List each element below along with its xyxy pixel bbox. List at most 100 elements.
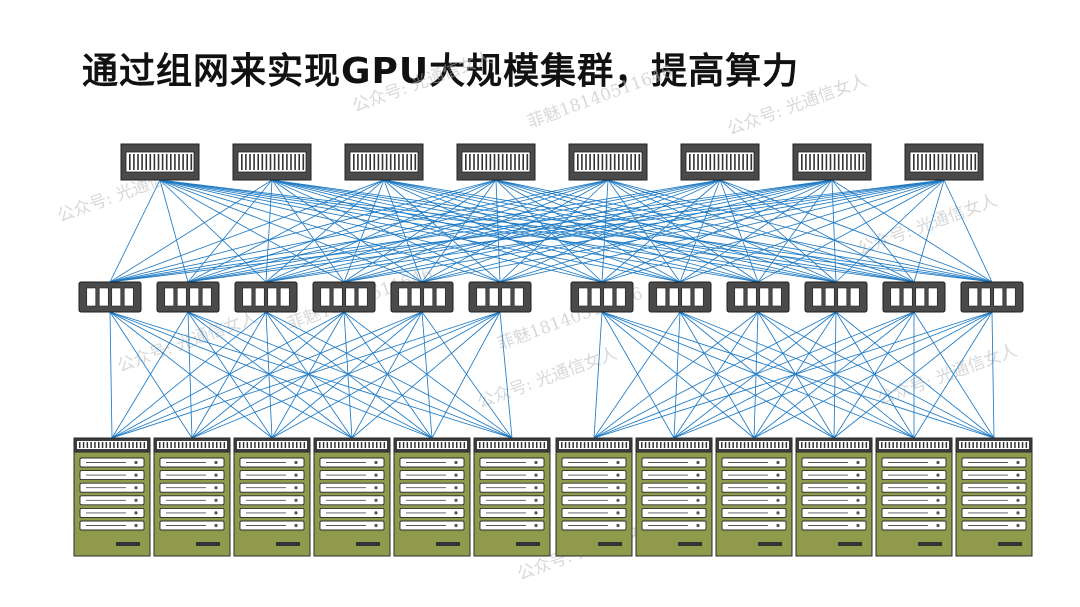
spine-leaf-link [495, 179, 915, 283]
spine-leaf-link [109, 179, 609, 283]
drive-led [214, 511, 218, 515]
vent-slot [86, 442, 89, 448]
spine-switch-icon [344, 143, 424, 181]
vent-slot [372, 442, 374, 448]
leaf-server-link [753, 311, 837, 439]
drive-led [856, 473, 860, 477]
switch-port [435, 287, 446, 307]
gpu-server-icon [473, 437, 551, 557]
switch-port [858, 154, 860, 170]
vent-slot [835, 442, 837, 448]
vent-slot [216, 442, 218, 448]
switch-port [705, 154, 707, 170]
vent-slot [418, 442, 420, 448]
vent-slot [490, 442, 492, 448]
vent-slot [564, 442, 567, 448]
vent-slot [128, 442, 130, 448]
vent-slot [808, 442, 811, 448]
server-power-slot [276, 542, 300, 546]
switch-port [590, 287, 601, 307]
leaf-server-link [593, 311, 837, 439]
switch-port [133, 154, 135, 170]
switch-port [186, 154, 188, 170]
switch-port [245, 154, 247, 170]
drive-led [294, 511, 298, 515]
spine-leaf-link [271, 179, 345, 283]
vent-slot [277, 442, 279, 448]
vent-slot [334, 442, 336, 448]
leaf-server-link [271, 311, 501, 439]
switch-port [369, 154, 371, 170]
vent-slot [330, 442, 332, 448]
drive-led [454, 523, 458, 528]
leaf-server-link [271, 311, 345, 439]
vent-slot [376, 442, 378, 448]
switch-port [353, 154, 355, 170]
gpu-server-icon [955, 437, 1033, 557]
server-header-vent [639, 441, 709, 449]
spine-leaf-link [109, 179, 497, 283]
leaf-server-link [753, 311, 759, 439]
leaf-server-link [593, 311, 681, 439]
drive-led [534, 486, 538, 490]
switch-port [174, 154, 176, 170]
switch-port [145, 154, 147, 170]
vent-slot [778, 442, 780, 448]
switch-port-panel [909, 151, 979, 173]
drive-led [214, 460, 218, 465]
spine-leaf-link [499, 179, 609, 283]
switch-port [589, 154, 591, 170]
switch-port [634, 154, 636, 170]
spine-leaf-link [271, 179, 423, 283]
vent-slot [338, 442, 340, 448]
vent-slot [536, 442, 538, 448]
vent-slot [524, 442, 527, 448]
switch-port [497, 154, 500, 170]
spine-leaf-link [265, 179, 609, 283]
vent-slot [671, 442, 673, 448]
spine-leaf-link [187, 179, 497, 283]
vent-slot [296, 442, 298, 448]
vent-slot [223, 442, 226, 448]
drive-led [776, 523, 780, 528]
switch-port [759, 287, 770, 307]
switch-port [423, 287, 434, 307]
vent-slot [250, 442, 252, 448]
vent-slot [414, 442, 416, 448]
vent-slot [736, 442, 738, 448]
switch-port [730, 154, 732, 170]
switch-port [821, 154, 824, 170]
vent-slot [421, 442, 424, 448]
switch-port [713, 154, 716, 170]
leaf-server-link [593, 311, 759, 439]
leaf-server-link [601, 311, 835, 439]
vent-slot [831, 442, 833, 448]
switch-port [638, 154, 641, 170]
leaf-server-link [601, 311, 915, 439]
spine-switch-icon [568, 143, 648, 181]
vent-slot [922, 442, 925, 448]
vent-slot [839, 442, 841, 448]
drive-led [134, 498, 138, 502]
vent-slot [319, 442, 321, 448]
server-power-slot [116, 542, 140, 546]
switch-port [925, 154, 927, 170]
switch-port [681, 287, 692, 307]
vent-slot [572, 442, 574, 448]
switch-port-panel [461, 151, 531, 173]
spine-leaf-link [835, 179, 945, 283]
vent-slot [759, 442, 761, 448]
switch-port [577, 154, 579, 170]
vent-slot [219, 442, 222, 448]
switch-port [518, 154, 520, 170]
vent-slot [353, 442, 355, 448]
drive-led [1016, 511, 1020, 515]
leaf-server-link [111, 311, 501, 439]
drive-led [134, 473, 138, 477]
switch-port [257, 154, 259, 170]
gpu-server-icon [555, 437, 633, 557]
leaf-server-link [679, 311, 835, 439]
vent-slot [976, 442, 978, 448]
spine-leaf-link [757, 179, 945, 283]
gpu-server-icon [875, 437, 953, 557]
